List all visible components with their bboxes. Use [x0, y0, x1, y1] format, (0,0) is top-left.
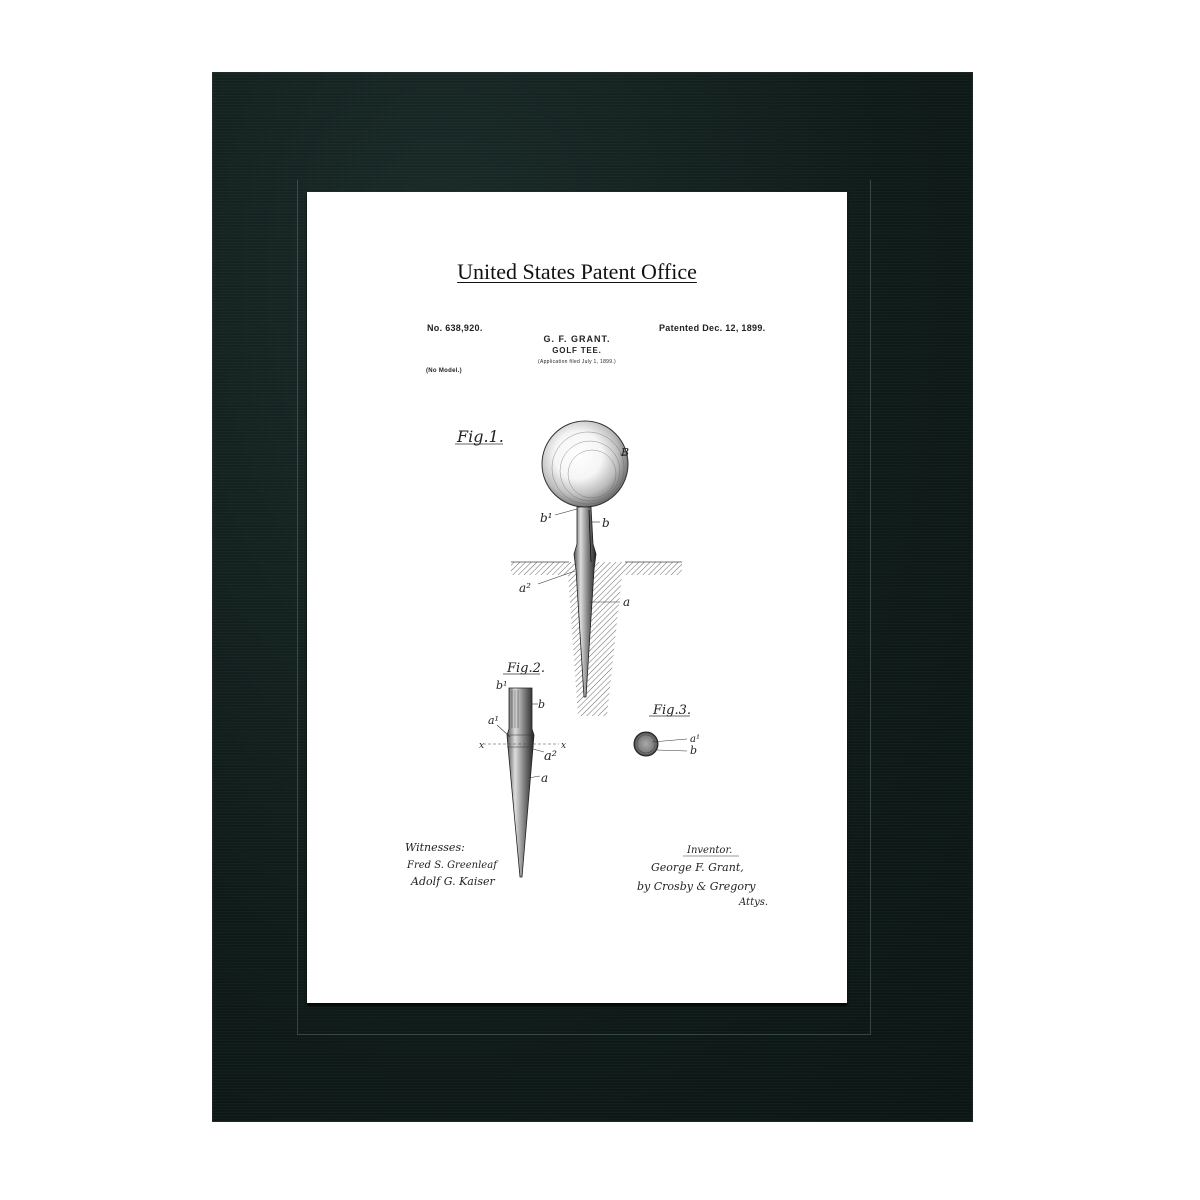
- patent-subject: GOLF TEE.: [552, 346, 602, 355]
- inventor-heading: Inventor.: [686, 845, 732, 856]
- mat-bevel: [297, 180, 871, 1035]
- label-a: a: [623, 595, 630, 609]
- patent-print: United States Patent Office No. 638,920.…: [307, 192, 847, 1003]
- label-a2-fig2: a²: [544, 749, 557, 764]
- label-b1-fig2: b¹: [496, 679, 507, 692]
- patent-inventor: G. F. GRANT.: [543, 334, 611, 344]
- figure-3: Fig.3. a¹ b: [633, 703, 700, 757]
- patent-model-note: (No Model.): [426, 368, 462, 374]
- ground-section-hatching: [511, 562, 682, 716]
- golf-ball-drawing: [541, 420, 629, 508]
- fig2-label: Fig.2.: [506, 661, 545, 676]
- witness-1: Fred S. Greenleaf: [406, 860, 499, 871]
- figure-1: Fig.1. B b¹ b a²: [455, 420, 682, 716]
- fig1-label: Fig.1.: [456, 427, 504, 446]
- label-a-fig2: a: [541, 771, 548, 785]
- document-title-text: United States Patent Office: [457, 259, 697, 284]
- witnesses-heading: Witnesses:: [405, 841, 465, 854]
- witness-signatures: Witnesses: Fred S. Greenleaf Adolf G. Ka…: [405, 841, 499, 888]
- label-B: B: [620, 446, 629, 459]
- cross-section-disc: [633, 731, 659, 757]
- label-b-fig2: b: [538, 698, 545, 711]
- patent-drawing: Fig.1. B b¹ b a²: [405, 420, 768, 908]
- patent-number: No. 638,920.: [427, 323, 483, 333]
- label-x-left: x: [479, 741, 484, 751]
- fig3-label: Fig.3.: [652, 703, 691, 718]
- label-a2: a²: [519, 581, 531, 595]
- attorneys-signature: by Crosby & Gregory: [637, 880, 756, 893]
- label-b1: b¹: [540, 511, 553, 525]
- figure-2: Fig.2. b¹ b a¹ x x a² a: [479, 661, 566, 878]
- inventor-signatures: Inventor. George F. Grant, by Crosby & G…: [637, 845, 768, 908]
- label-x-right: x: [561, 741, 566, 751]
- attorneys-suffix: Attys.: [738, 897, 768, 908]
- label-a1-fig2: a¹: [488, 714, 499, 727]
- tee-detail-drawing: [506, 687, 535, 878]
- label-b-fig3: b: [690, 744, 697, 757]
- patent-application-date: (Application filed July 1, 1899.): [538, 359, 616, 365]
- witness-2: Adolf G. Kaiser: [410, 875, 496, 888]
- label-b: b: [602, 516, 610, 530]
- label-a1-fig3: a¹: [690, 734, 700, 745]
- document-title: United States Patent Office: [307, 259, 847, 285]
- patent-date: Patented Dec. 12, 1899.: [659, 323, 766, 333]
- inventor-signature: George F. Grant,: [651, 861, 744, 874]
